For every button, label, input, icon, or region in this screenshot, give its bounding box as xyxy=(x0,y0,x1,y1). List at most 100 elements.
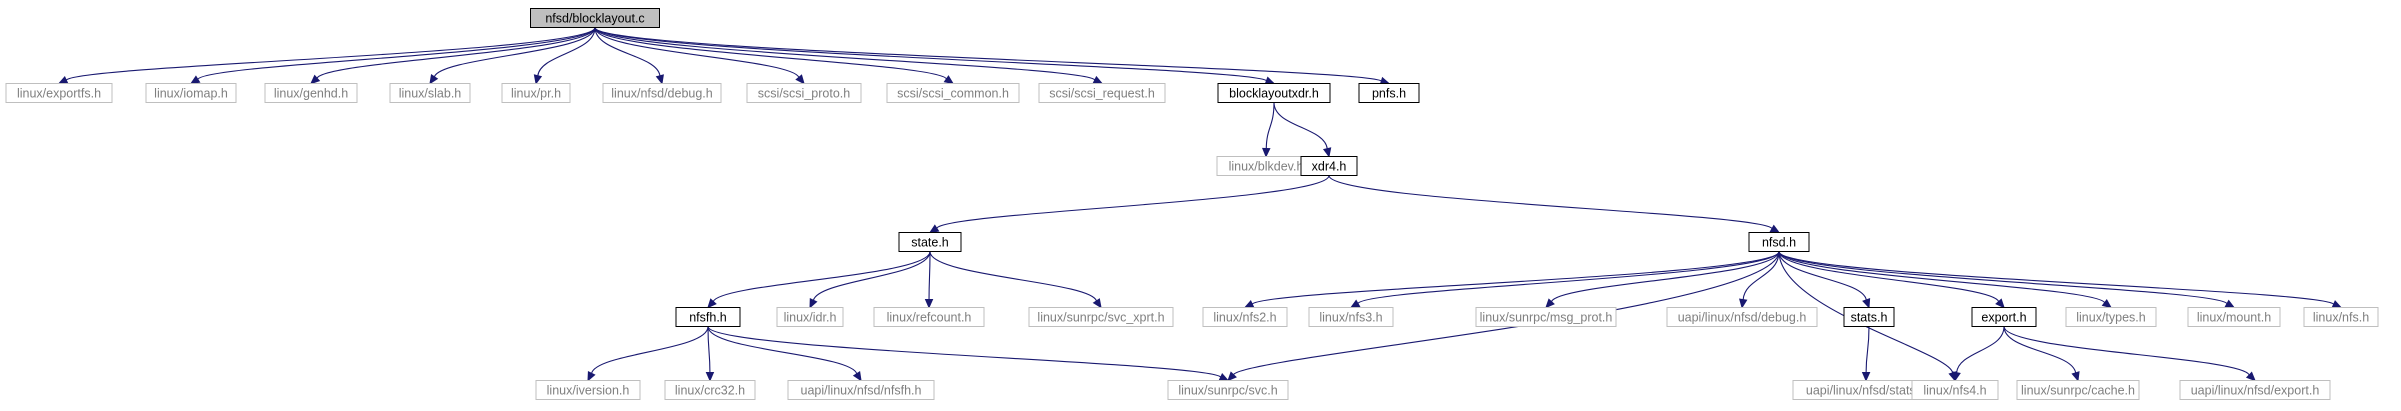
edge-line xyxy=(1778,251,2000,302)
edge-line xyxy=(591,326,709,374)
edge-arrowhead xyxy=(1092,75,1104,85)
node-nfs4: linux/nfs4.h xyxy=(1911,380,1999,400)
node-iomap: linux/iomap.h xyxy=(145,83,237,103)
node-xdr4[interactable]: xdr4.h xyxy=(1300,156,1358,176)
node-box xyxy=(1475,307,1617,327)
edge-line xyxy=(707,326,1222,378)
edge-line xyxy=(1778,251,1867,301)
node-svc_xprt: linux/sunrpc/svc_xprt.h xyxy=(1028,307,1174,327)
node-box xyxy=(1748,232,1810,252)
node-box xyxy=(1167,380,1289,400)
edge-arrowhead xyxy=(707,298,717,309)
edge-state-to-refcount xyxy=(924,251,934,309)
edge-arrowhead xyxy=(57,76,69,85)
edge-line xyxy=(1778,251,2106,304)
node-label: uapi/linux/nfsd/debug.h xyxy=(1678,310,1807,324)
edge-nfsd-to-stats xyxy=(1778,251,1871,309)
node-label: pnfs.h xyxy=(1372,86,1406,100)
edge-line xyxy=(594,27,1267,82)
edge-root-to-blocklayoutxdr xyxy=(594,27,1276,85)
node-box xyxy=(2016,380,2140,400)
node-box xyxy=(1911,380,1999,400)
edge-arrowhead xyxy=(310,74,321,85)
edge-line xyxy=(197,27,596,80)
node-export[interactable]: export.h xyxy=(1971,307,2037,327)
node-idr: linux/idr.h xyxy=(776,307,844,327)
edge-line xyxy=(594,27,1096,81)
node-box xyxy=(2179,380,2331,400)
edge-arrowhead xyxy=(924,298,934,309)
edge-export-to-cache xyxy=(2003,326,2080,382)
edge-export-to-nfs4 xyxy=(1952,326,2005,382)
edge-line xyxy=(594,27,1382,82)
edge-arrowhead xyxy=(852,371,862,382)
edge-arrowhead xyxy=(2071,371,2080,382)
edge-arrowhead xyxy=(1262,147,1271,158)
node-label: linux/sunrpc/svc.h xyxy=(1178,383,1277,397)
node-label: uapi/linux/nfsd/stats.h xyxy=(1806,383,1926,397)
node-scsi_request: scsi/scsi_request.h xyxy=(1038,83,1166,103)
edge-root-to-slab xyxy=(429,27,596,85)
node-box xyxy=(5,83,113,103)
node-slab: linux/slab.h xyxy=(389,83,471,103)
node-box xyxy=(873,307,985,327)
edge-arrowhead xyxy=(943,75,955,85)
node-label: linux/crc32.h xyxy=(675,383,745,397)
node-state[interactable]: state.h xyxy=(898,232,962,252)
node-blocklayoutxdr[interactable]: blocklayoutxdr.h xyxy=(1217,83,1331,103)
node-nfsd_debug: linux/nfsd/debug.h xyxy=(602,83,722,103)
edge-xdr4-to-nfsd xyxy=(1328,175,1781,234)
node-box xyxy=(2187,307,2281,327)
node-label: stats.h xyxy=(1851,310,1888,324)
node-nfsfh[interactable]: nfsfh.h xyxy=(675,307,741,327)
node-label: nfsd.h xyxy=(1762,235,1796,249)
edge-line xyxy=(2003,326,2250,376)
node-root[interactable]: nfsd/blocklayout.c xyxy=(530,8,660,28)
node-box xyxy=(602,83,722,103)
node-box xyxy=(746,83,862,103)
edge-arrowhead xyxy=(1322,147,1332,158)
node-uapi_stats: uapi/linux/nfsd/stats.h xyxy=(1792,380,1940,400)
node-box xyxy=(1217,83,1331,103)
node-box xyxy=(2303,307,2379,327)
node-stats[interactable]: stats.h xyxy=(1843,307,1895,327)
edge-line xyxy=(316,27,596,79)
node-refcount: linux/refcount.h xyxy=(873,307,985,327)
node-label: nfsd/blocklayout.c xyxy=(545,11,644,25)
edge-arrowhead xyxy=(705,371,715,382)
node-mount: linux/mount.h xyxy=(2187,307,2281,327)
node-blkdev: linux/blkdev.h xyxy=(1216,156,1316,176)
node-label: linux/refcount.h xyxy=(887,310,972,324)
node-nfsd[interactable]: nfsd.h xyxy=(1748,232,1810,252)
node-box xyxy=(1843,307,1895,327)
node-nfs3: linux/nfs3.h xyxy=(1308,307,1394,327)
node-label: linux/sunrpc/cache.h xyxy=(2021,383,2135,397)
edge-arrowhead xyxy=(533,74,543,85)
node-scsi_common: scsi/scsi_common.h xyxy=(886,83,1020,103)
edge-line xyxy=(1550,251,1780,302)
node-uapi_nfsfh: uapi/linux/nfsd/nfsfh.h xyxy=(787,380,935,400)
edge-state-to-svc_xprt xyxy=(929,251,1102,309)
edge-nfsfh-to-crc32 xyxy=(705,326,715,382)
node-label: linux/nfsd/debug.h xyxy=(611,86,713,100)
edge-line xyxy=(65,27,596,81)
edge-arrowhead xyxy=(655,74,664,85)
edge-line xyxy=(433,27,596,78)
edge-line xyxy=(707,326,858,375)
edge-arrowhead xyxy=(1349,299,1361,309)
edge-line xyxy=(537,27,596,76)
node-label: linux/iversion.h xyxy=(547,383,630,397)
edge-arrowhead xyxy=(1092,298,1102,309)
node-box xyxy=(1300,156,1358,176)
node-label: state.h xyxy=(911,235,949,249)
node-box xyxy=(389,83,471,103)
edge-root-to-iomap xyxy=(189,27,596,85)
edge-root-to-scsi_common xyxy=(594,27,955,85)
edge-line xyxy=(1357,251,1780,304)
node-nfs2: linux/nfs2.h xyxy=(1202,307,1288,327)
node-pnfs[interactable]: pnfs.h xyxy=(1358,83,1420,103)
node-box xyxy=(1038,83,1166,103)
edge-blocklayoutxdr-to-blkdev xyxy=(1262,102,1275,158)
edge-line xyxy=(707,326,711,373)
